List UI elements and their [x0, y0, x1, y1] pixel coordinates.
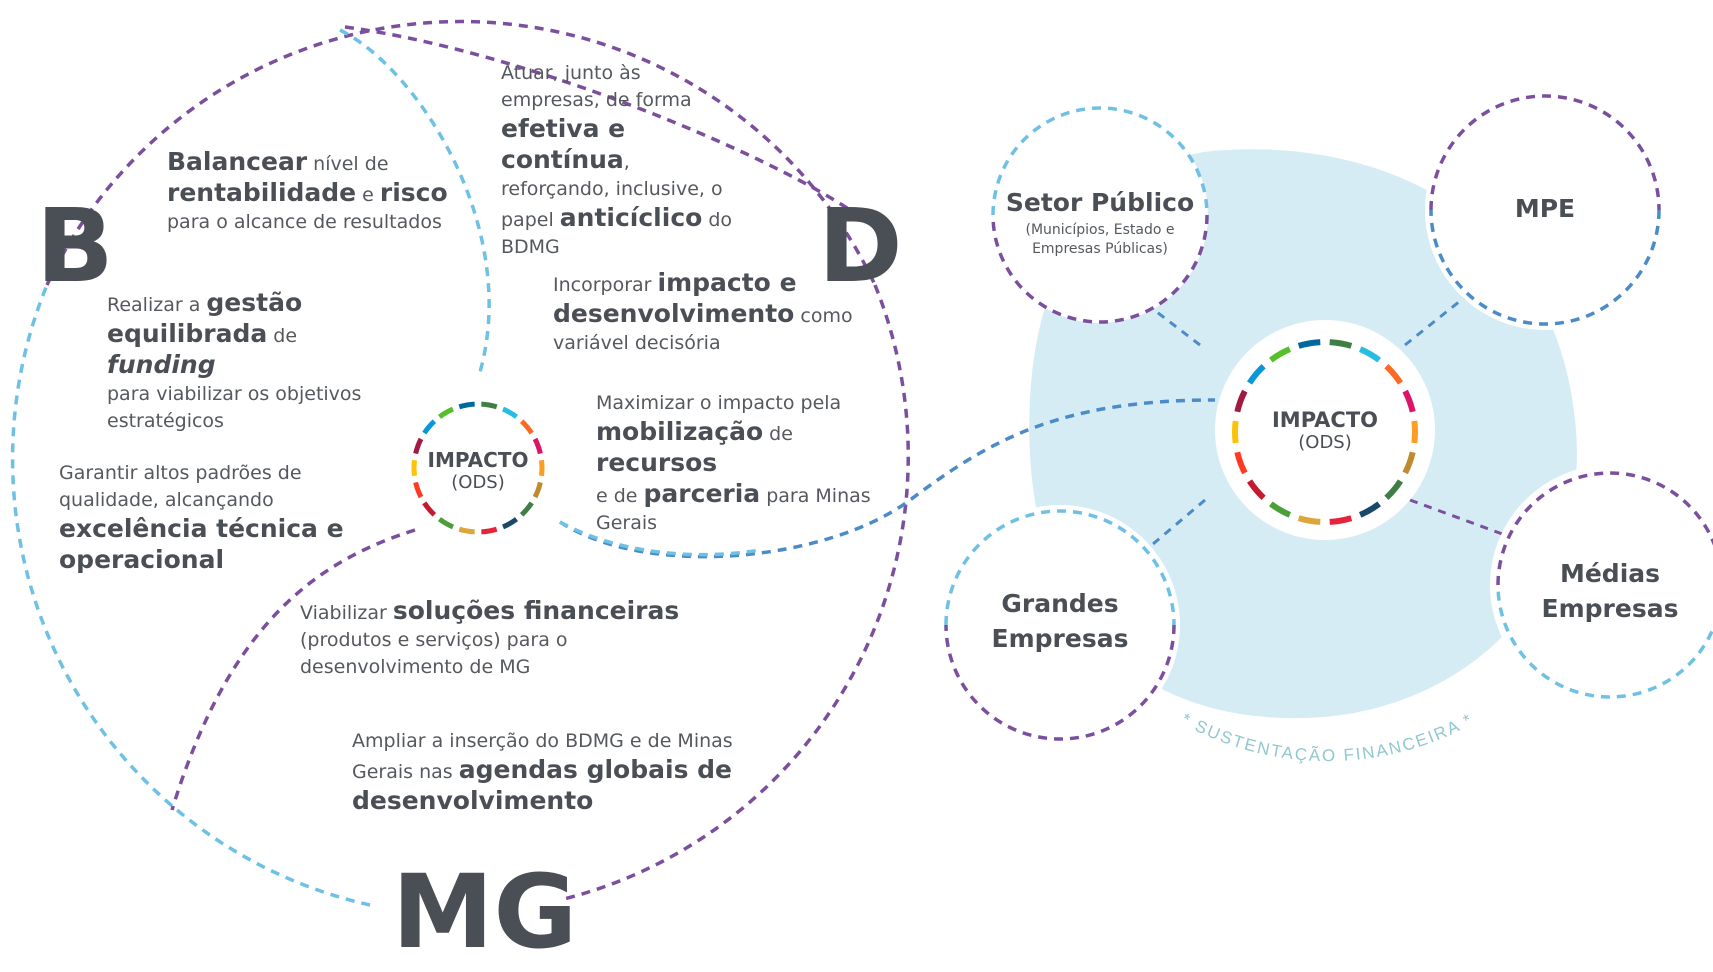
segment-title: Empresas	[970, 622, 1150, 657]
objective-balancear: Balancear nível de rentabilidade e risco…	[167, 147, 467, 236]
ods-ring-segment	[1330, 342, 1352, 346]
bold: Balancear	[167, 147, 307, 176]
text: nível de	[307, 153, 388, 175]
text: Viabilizar	[300, 602, 393, 624]
text: do	[702, 209, 732, 231]
segment-mpe: MPE	[1475, 194, 1615, 223]
bold: risco	[380, 178, 448, 207]
text: e de	[596, 485, 644, 507]
ring-label: * SUSTENTAÇÃO FINANCEIRA *	[1178, 709, 1477, 765]
objective-viabilizar: Viabilizar soluções financeiras (produto…	[300, 596, 680, 681]
ods-ring-segment	[1330, 518, 1352, 522]
text: de	[267, 325, 297, 347]
text: de	[763, 423, 793, 445]
bold: rentabilidade	[167, 178, 356, 207]
text: (produtos e serviços) para o	[300, 629, 568, 651]
ods-ring-segment	[459, 529, 474, 532]
text: Gerais	[596, 512, 657, 534]
ods-ring-segment	[481, 529, 496, 532]
ods-ring-segment	[1299, 518, 1321, 522]
segment-title: Empresas	[1520, 592, 1700, 627]
ods-ring-segment	[481, 404, 496, 407]
text: estratégicos	[107, 410, 224, 432]
text: empresas, de forma	[501, 89, 692, 111]
bold-italic: funding	[107, 350, 216, 379]
text: ,	[624, 151, 630, 173]
text: variável decisória	[553, 332, 721, 354]
text: Atuar, junto às	[501, 62, 641, 84]
text: reforçando, inclusive, o	[501, 178, 723, 200]
text: Maximizar o impacto pela	[596, 392, 841, 414]
right-hub-subtitle: (ODS)	[1235, 432, 1415, 453]
segment-setor-publico: Setor Público (Municípios, Estado e Empr…	[1000, 188, 1200, 259]
objective-ampliar: Ampliar a inserção do BDMG e de Minas Ge…	[352, 728, 772, 817]
bold: parceria	[644, 479, 761, 508]
text: como	[794, 305, 852, 327]
bold: desenvolvimento	[352, 786, 593, 815]
text: Incorporar	[553, 274, 658, 296]
bold: impacto e	[658, 268, 797, 297]
bold: desenvolvimento	[553, 299, 794, 328]
bold: anticíclico	[560, 203, 703, 232]
objective-incorporar: Incorporar impacto e desenvolvimento com…	[553, 268, 853, 357]
bold: operacional	[59, 545, 224, 574]
left-impact-hub: IMPACTO (ODS)	[400, 448, 556, 493]
text: papel	[501, 209, 560, 231]
text: Gerais nas	[352, 761, 459, 783]
segment-subtitle: Empresas Públicas)	[1000, 240, 1200, 259]
segment-medias-empresas: Médias Empresas	[1520, 557, 1700, 626]
letter-b: B	[36, 196, 114, 298]
letter-mg: MG	[392, 862, 577, 964]
objective-gestao: Realizar a gestão equilibrada de funding…	[107, 288, 407, 435]
text: Garantir altos padrões de	[59, 462, 302, 484]
segment-title: Médias	[1520, 557, 1700, 592]
bold: efetiva e contínua	[501, 114, 625, 174]
text: para Minas	[760, 485, 871, 507]
bold: mobilização	[596, 417, 763, 446]
left-hub-title: IMPACTO	[400, 448, 556, 472]
bold: recursos	[596, 448, 717, 477]
text: para o alcance de resultados	[167, 211, 442, 233]
bold: excelência técnica e	[59, 514, 344, 543]
bold: equilibrada	[107, 319, 267, 348]
left-hub-subtitle: (ODS)	[400, 472, 556, 493]
text: BDMG	[501, 236, 560, 258]
segment-title: Setor Público	[1000, 188, 1200, 217]
bold: gestão	[206, 288, 302, 317]
text: e	[356, 184, 380, 206]
bold: soluções financeiras	[393, 596, 679, 625]
bold: agendas globais de	[459, 755, 732, 784]
segment-grandes-empresas: Grandes Empresas	[970, 587, 1150, 656]
segment-title: MPE	[1475, 194, 1615, 223]
objective-qualidade: Garantir altos padrões de qualidade, alc…	[59, 460, 349, 576]
right-hub-title: IMPACTO	[1235, 408, 1415, 432]
text: desenvolvimento de MG	[300, 656, 530, 678]
ods-ring-segment	[459, 404, 474, 407]
ods-ring-segment	[1299, 342, 1321, 346]
segment-title: Grandes	[970, 587, 1150, 622]
text: Realizar a	[107, 294, 206, 316]
objective-atuar: Atuar, junto às empresas, de forma efeti…	[501, 60, 761, 261]
right-impact-hub: IMPACTO (ODS)	[1235, 408, 1415, 453]
text: qualidade, alcançando	[59, 489, 274, 511]
objective-maximizar: Maximizar o impacto pela mobilização de …	[596, 390, 896, 537]
text: para viabilizar os objetivos	[107, 383, 361, 405]
segment-subtitle: (Municípios, Estado e	[1000, 221, 1200, 240]
text: Ampliar a inserção do BDMG e de Minas	[352, 730, 733, 752]
